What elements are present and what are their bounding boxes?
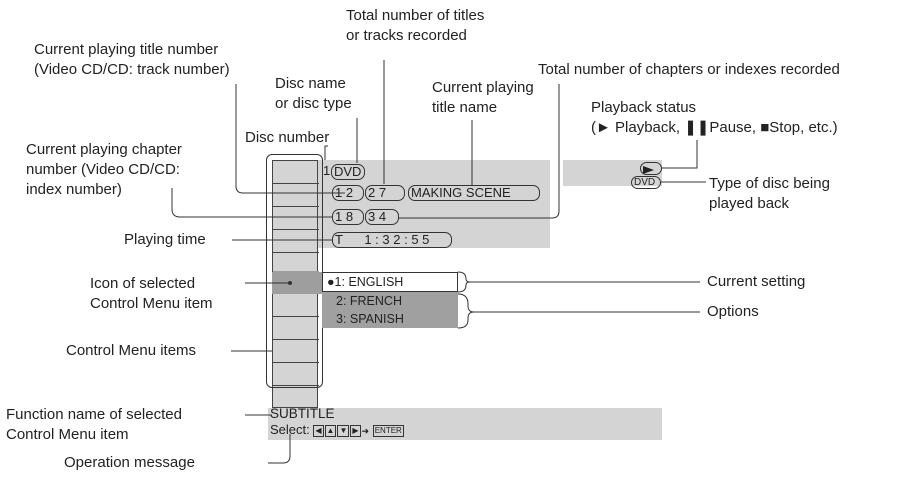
options-panel [322,292,458,328]
arrow-up-key-icon: ▲ [324,424,337,437]
function-name: SUBTITLE [270,406,335,421]
operation-message: Select: ◀▲▼▶➜ ENTER [270,422,405,439]
control-menu-item[interactable] [273,294,319,317]
callout-options: Options [707,303,759,320]
time-mode: T [335,232,343,247]
callout-playback-status: Playback status (► Playback, ❚❚Pause, ■S… [591,99,838,136]
callout-current-chapter-number: Current playing chapter number (Video CD… [26,141,182,198]
total-chapters-pill: 3 4 [365,209,399,225]
disc-number-pill: 1 [323,163,331,178]
control-menu-item[interactable] [273,161,319,184]
callout-disc-type: Type of disc being played back [709,175,830,212]
disc-name-pill: DVD [331,164,365,180]
arrow-left-key-icon: ◀ [313,424,324,437]
disc-type-badge: DVD [631,176,661,189]
selected-item-highlight [272,272,322,294]
callout-total-titles: Total number of titles or tracks recorde… [346,7,485,44]
callout-disc-number: Disc number [245,129,330,146]
arrow-right-key-icon: ▶ [350,424,361,437]
callout-playing-time: Playing time [124,231,206,248]
callout-current-title-number: Current playing title number (Video CD/C… [34,41,230,78]
arrow-down-key-icon: ▼ [337,424,350,437]
callout-current-title-name: Current playing title name [432,79,534,116]
plus-arrow-icon: ➜ [361,426,370,436]
control-menu-bracket [266,154,323,388]
enter-key-icon: ENTER [372,424,404,437]
option-item[interactable]: 2: FRENCH [336,294,402,308]
callout-total-chapters: Total number of chapters or indexes reco… [538,61,840,78]
option-current[interactable]: ●1: ENGLISH [322,272,458,292]
callout-operation-message: Operation message [64,454,195,471]
total-titles-pill: 2 7 [365,185,405,201]
control-menu-item[interactable] [273,340,319,363]
screen-bottom-panel [268,408,662,440]
callout-control-menu-items: Control Menu items [66,342,197,359]
callout-disc-name: Disc name or disc type [275,75,352,112]
control-menu-item[interactable] [273,184,319,207]
time-value: 1 : 3 2 : 5 5 [364,232,430,247]
option-item[interactable]: 3: SPANISH [336,312,404,326]
callout-current-setting: Current setting [707,273,806,290]
playback-status-pill [640,162,662,175]
screen-top-panel [318,160,550,248]
callout-icon-selected: Icon of selected Control Menu item [90,275,213,312]
control-menu-item[interactable] [273,363,319,386]
control-menu-item[interactable] [273,207,319,230]
chapter-number-pill: 1 8 [332,209,364,225]
control-menu-item[interactable] [273,317,319,340]
play-icon [643,166,654,174]
title-name-pill: MAKING SCENE [408,185,540,201]
callout-function-name: Function name of selected Control Menu i… [6,406,182,443]
playing-time-pill: T 1 : 3 2 : 5 5 [332,232,452,248]
control-menu-item[interactable] [273,230,319,253]
select-label: Select: [270,422,310,437]
